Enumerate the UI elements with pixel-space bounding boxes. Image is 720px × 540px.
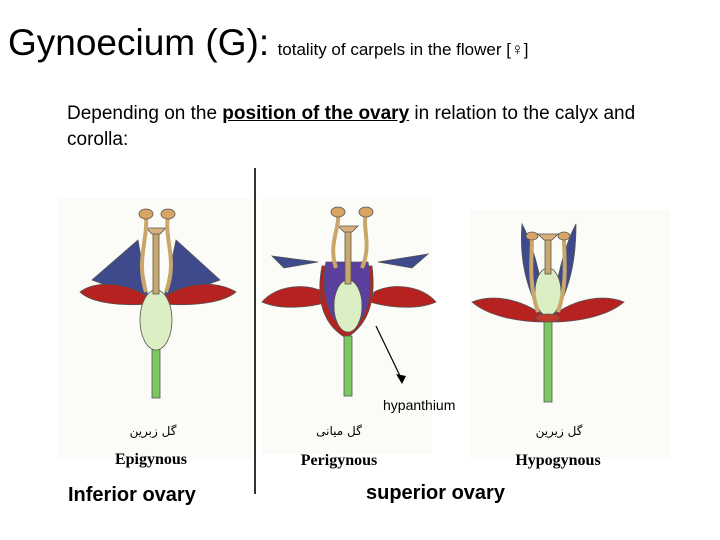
hypanthium-arrow (375, 325, 406, 384)
petal-left (261, 286, 329, 308)
stigma (337, 225, 359, 233)
anther-left (525, 231, 539, 241)
anther-right (557, 231, 571, 241)
persian-label-perigynous: گل میانی (316, 424, 362, 438)
petal-left (471, 297, 545, 323)
stamen-left (529, 237, 540, 313)
hypanthium-label: hypanthium (383, 397, 456, 413)
anther-right (160, 208, 176, 220)
sepal-left (270, 255, 319, 269)
title-main: Gynoecium (G): (8, 22, 270, 63)
petal-right (161, 283, 237, 306)
slide-title: Gynoecium (G): totality of carpels in th… (8, 22, 528, 64)
intro-after: in relation to the calyx and corolla: (67, 103, 636, 150)
anther-right (358, 206, 374, 218)
intro-text: Depending on the position of the ovary i… (67, 101, 667, 153)
perigynous-flower-illustration (261, 206, 437, 397)
style (544, 235, 552, 275)
epigynous-flower-illustration (79, 208, 237, 399)
vertical-divider (254, 168, 256, 494)
stamen-right (164, 215, 173, 293)
stamen-right (556, 237, 567, 313)
label-perigynous: Perigynous (300, 452, 378, 469)
pedicel (543, 319, 553, 403)
pedicel (151, 347, 161, 399)
stamen-left (140, 215, 149, 293)
caption-superior-ovary: superior ovary (366, 482, 505, 504)
style (152, 229, 160, 295)
stigma (145, 227, 167, 235)
petal-right (369, 286, 437, 308)
label-epigynous: Epigynous (114, 451, 188, 468)
inferior-ovary (139, 289, 173, 351)
petal-left (79, 283, 151, 306)
intro-before: Depending on the (67, 103, 223, 124)
anther-left (330, 206, 346, 218)
intro-emphasis: position of the ovary (222, 103, 410, 124)
style (344, 227, 352, 285)
stigma (537, 233, 559, 241)
anther-left (138, 208, 154, 220)
caption-inferior-ovary: Inferior ovary (68, 484, 196, 506)
persian-label-hypogynous: گل زیرین (535, 424, 583, 438)
hypogynous-flower-illustration (471, 222, 625, 403)
label-hypogynous: Hypogynous (515, 452, 601, 469)
title-subtitle: totality of carpels in the flower [♀] (277, 40, 529, 59)
sepal-right (377, 253, 430, 269)
stamen-right (360, 213, 369, 269)
persian-label-epigynous: گل زبرین (129, 424, 177, 438)
pedicel (343, 335, 353, 397)
stamen-left (331, 213, 341, 269)
superior-ovary (333, 279, 363, 333)
receptacle (535, 313, 561, 323)
petal-right (551, 297, 625, 323)
